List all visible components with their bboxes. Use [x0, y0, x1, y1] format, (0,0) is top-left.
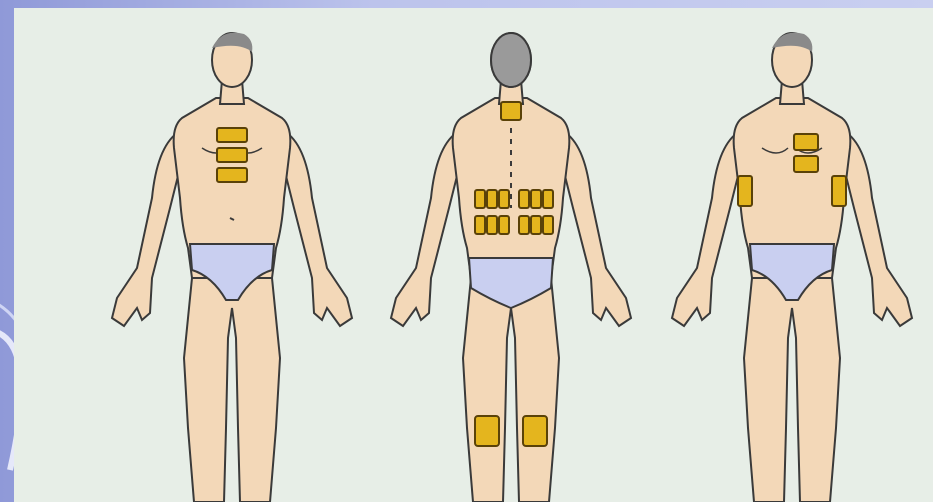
electrode-patches-chest — [217, 128, 247, 182]
electrode-patch — [543, 190, 553, 208]
electrode-patch — [487, 190, 497, 208]
electrode-patch — [531, 190, 541, 208]
electrode-patch — [475, 190, 485, 208]
electrode-patch — [217, 128, 247, 142]
electrode-patch — [523, 416, 547, 446]
electrode-patch — [487, 216, 497, 234]
front-figure-right — [672, 33, 912, 502]
back-figure-center — [391, 33, 631, 502]
front-figure-left — [112, 33, 352, 502]
electrode-patch — [501, 102, 521, 120]
electrode-patch — [738, 176, 752, 206]
body-figures-illustration — [14, 8, 933, 502]
electrode-patches-knees — [475, 416, 547, 446]
electrode-patches-neck — [501, 102, 521, 120]
electrode-patch — [499, 216, 509, 234]
electrode-patch — [543, 216, 553, 234]
electrode-patch — [217, 148, 247, 162]
electrode-patch — [519, 216, 529, 234]
electrode-patch — [475, 416, 499, 446]
electrode-patch — [794, 134, 818, 150]
electrode-patch — [499, 190, 509, 208]
electrode-patch — [217, 168, 247, 182]
electrode-patch — [519, 190, 529, 208]
illustration-panel — [14, 8, 933, 502]
electrode-patch — [475, 216, 485, 234]
electrode-patch — [794, 156, 818, 172]
electrode-patch — [832, 176, 846, 206]
electrode-patch — [531, 216, 541, 234]
hair-back — [491, 33, 531, 87]
